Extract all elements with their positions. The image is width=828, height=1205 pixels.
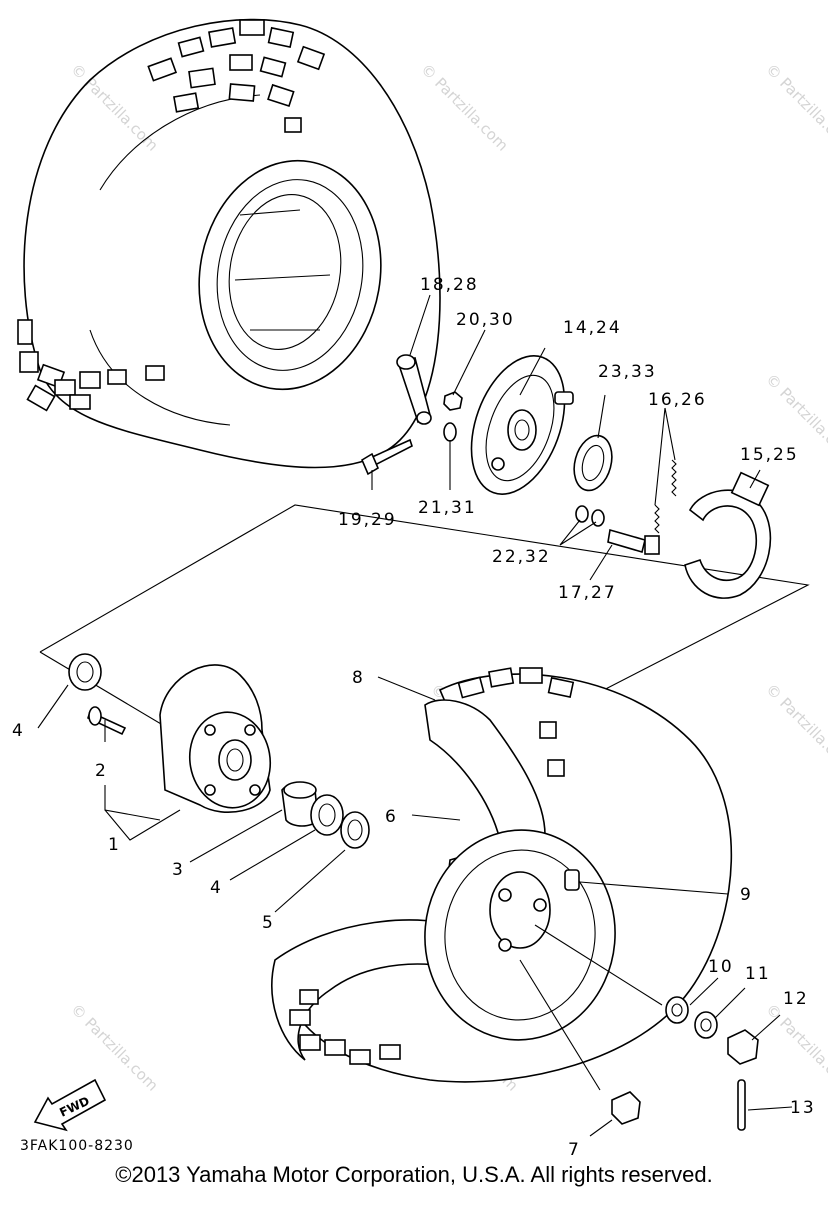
- watermark: © Partzilla.com: [762, 60, 828, 155]
- hub-assembly-drawing: [37, 653, 370, 913]
- callout-22-32: 22,32: [492, 547, 551, 567]
- diagram-part-code: 3FAK100-8230: [20, 1138, 134, 1154]
- copyright-notice: ©2013 Yamaha Motor Corporation, U.S.A. A…: [115, 1162, 713, 1187]
- callout-21-31: 21,31: [418, 498, 477, 518]
- callout-3: 3: [172, 860, 185, 880]
- callout-16-26: 16,26: [648, 390, 707, 410]
- callout-20-30: 20,30: [456, 310, 515, 330]
- callout-1: 1: [108, 835, 121, 855]
- callout-17-27: 17,27: [558, 583, 617, 603]
- callout-12: 12: [783, 989, 809, 1009]
- callout-19-29: 19,29: [338, 510, 397, 530]
- callout-4: 4: [12, 721, 25, 741]
- fwd-arrow-icon: FWD: [33, 1078, 107, 1132]
- callout-13: 13: [790, 1098, 816, 1118]
- bottom-wheel-drawing: [271, 667, 793, 1137]
- callout-7: 7: [568, 1140, 581, 1160]
- callout-11: 11: [745, 964, 771, 984]
- callout-2: 2: [95, 761, 108, 781]
- callout-6: 6: [385, 807, 398, 827]
- watermark: © Partzilla.com: [67, 1000, 162, 1095]
- callout-23-33: 23,33: [598, 362, 657, 382]
- exploded-view-frame: [39, 504, 810, 698]
- callout-14-24: 14,24: [563, 318, 622, 338]
- callout-4-lower: 4: [210, 878, 223, 898]
- brake-assembly-drawing: [360, 294, 772, 599]
- callout-18-28: 18,28: [420, 275, 479, 295]
- callout-9: 9: [740, 885, 753, 905]
- callout-10: 10: [708, 957, 734, 977]
- callout-labels: 18,28 20,30 14,24 23,33 16,26 15,25 19,2…: [12, 275, 816, 1160]
- watermark: © Partzilla.com: [762, 680, 828, 775]
- top-tire-drawing: [17, 18, 441, 469]
- watermark: © Partzilla.com: [67, 60, 162, 155]
- callout-15-25: 15,25: [740, 445, 799, 465]
- callout-8: 8: [352, 668, 365, 688]
- watermark: © Partzilla.com: [417, 60, 512, 155]
- watermark: © Partzilla.com: [762, 1000, 828, 1095]
- callout-5: 5: [262, 913, 275, 933]
